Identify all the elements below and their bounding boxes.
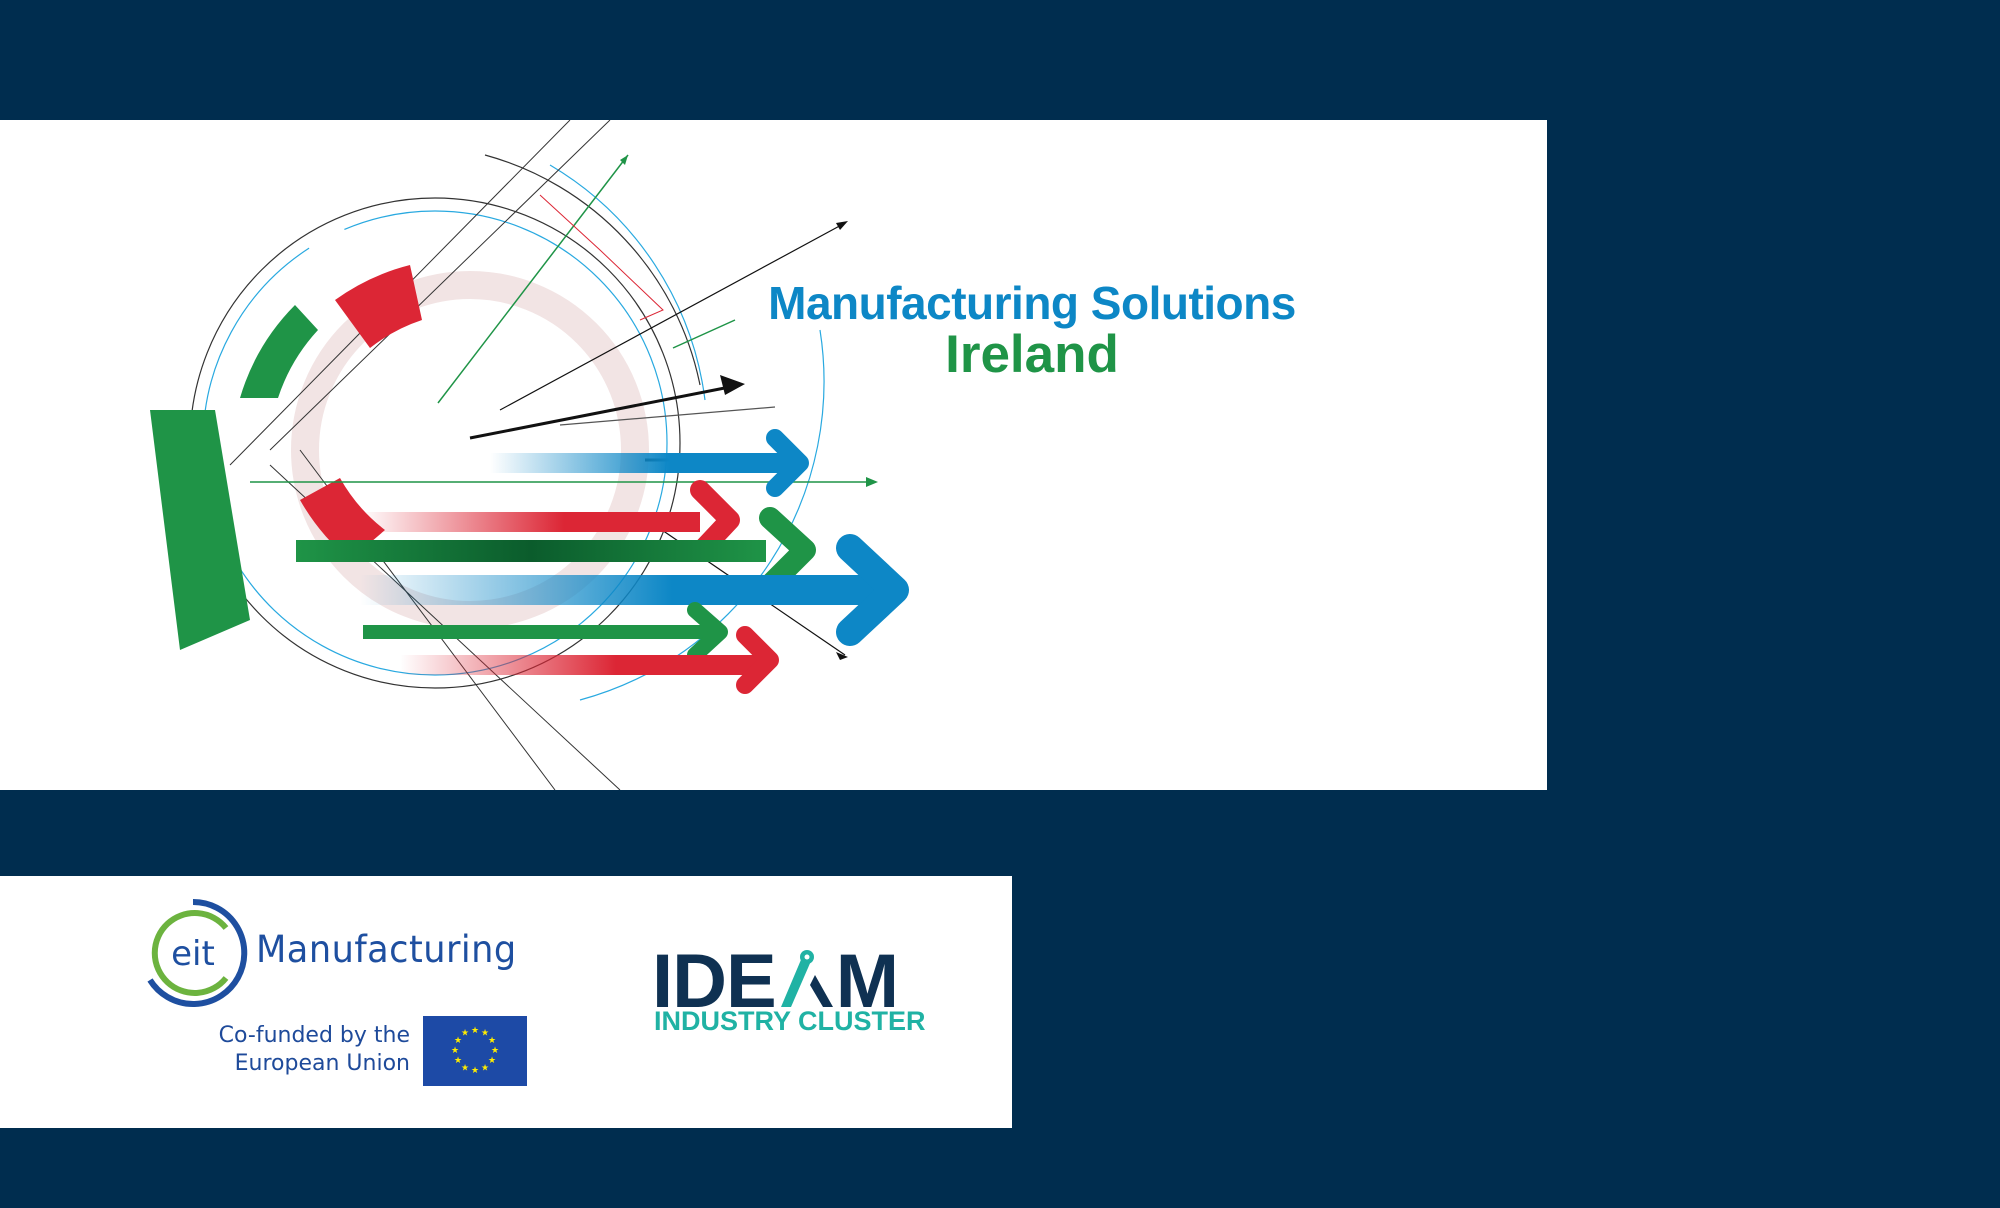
eit-mark-text: eit: [171, 934, 215, 974]
ideam-word-pre: IDE: [652, 939, 777, 1024]
eu-text-line-2: European Union: [234, 1051, 410, 1076]
eit-wordmark: Manufacturing: [256, 928, 517, 971]
eit-ring-icon: eit: [147, 898, 248, 1007]
circular-arrows-graphic: [150, 120, 909, 790]
sponsor-logos-panel: eit Manufacturing Co-funded by the Europ…: [0, 876, 1012, 1128]
compass-a-icon: [780, 950, 833, 1007]
svg-text:★: ★: [471, 1026, 479, 1036]
svg-text:★: ★: [488, 1056, 496, 1066]
ideam-word-post: M: [835, 939, 899, 1024]
svg-text:★: ★: [488, 1036, 496, 1046]
eu-cofunded-text: Co-funded by the European Union: [200, 1022, 410, 1078]
svg-text:★: ★: [461, 1029, 469, 1039]
svg-text:★: ★: [481, 1064, 489, 1074]
banner-title: Manufacturing Solutions Ireland: [742, 280, 1322, 381]
title-line-2: Ireland: [945, 325, 1119, 384]
svg-text:★: ★: [454, 1056, 462, 1066]
svg-text:★: ★: [481, 1029, 489, 1039]
eu-flag-icon: ★★★ ★★★ ★★★ ★★★: [423, 1016, 527, 1086]
ideam-subtitle: INDUSTRY CLUSTER: [654, 1006, 926, 1036]
svg-text:★: ★: [491, 1046, 499, 1056]
eit-manufacturing-logo: eit Manufacturing: [138, 898, 538, 1008]
svg-text:★: ★: [461, 1064, 469, 1074]
svg-text:★: ★: [454, 1036, 462, 1046]
svg-text:★: ★: [451, 1046, 459, 1056]
title-line-1: Manufacturing Solutions: [768, 277, 1296, 329]
svg-text:★: ★: [471, 1066, 479, 1076]
hero-banner: Manufacturing Solutions Ireland: [0, 120, 1547, 790]
eu-text-line-1: Co-funded by the: [218, 1023, 410, 1048]
